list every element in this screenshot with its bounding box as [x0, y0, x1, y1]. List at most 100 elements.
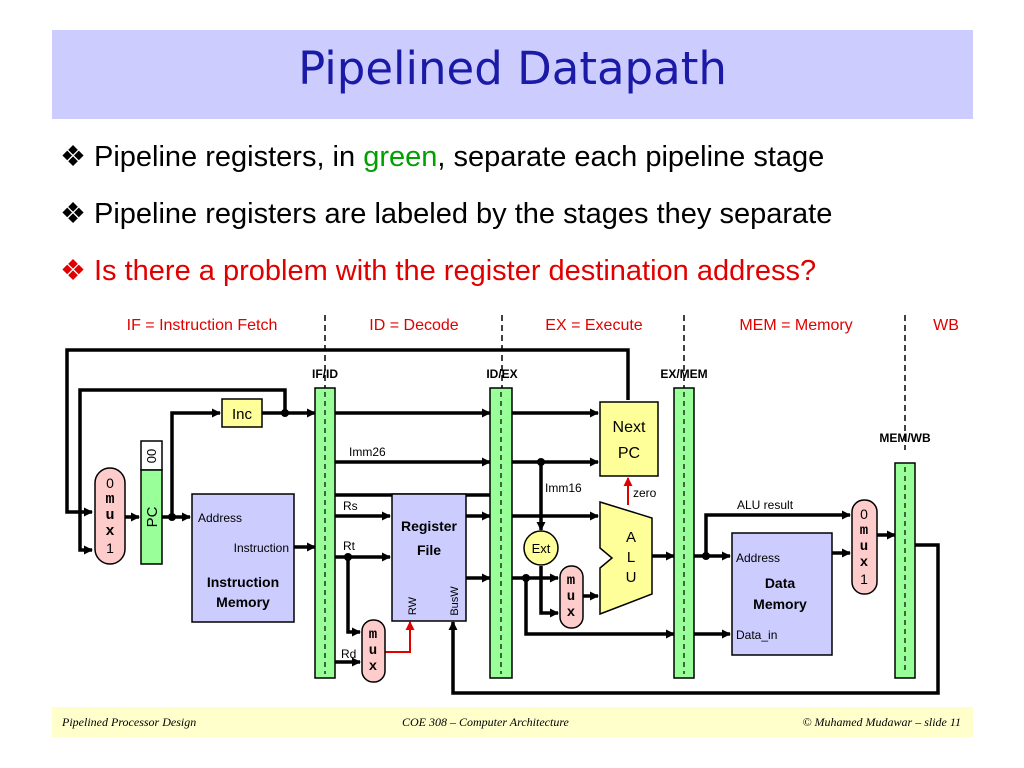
wire-mux-to-rw — [385, 621, 415, 653]
instruction-memory-address: Address — [198, 511, 242, 525]
pc-low-bits: 00 — [144, 449, 159, 463]
stage-label-wb: WB — [933, 317, 959, 334]
page-title: Pipelined Datapath — [298, 42, 727, 95]
inc-label: Inc — [232, 406, 253, 423]
register-file-title-1: Register — [401, 518, 458, 534]
mux-input-1: 1 — [860, 571, 868, 587]
instruction-memory-title-2: Memory — [216, 594, 270, 610]
mux-letter: x — [567, 605, 576, 621]
bullet-3-text: Is there a problem with the register des… — [94, 255, 817, 287]
wire-next-pc-feedback — [65, 348, 630, 517]
wire-bus-b-to-ex-mem — [524, 578, 675, 639]
pc-mux: 0 m u x 1 — [94, 467, 126, 565]
instruction-memory: Address Instruction Instruction Memory — [191, 493, 295, 623]
footer-course-name: COE 308 – Computer Architecture — [402, 715, 569, 729]
register-file-busw: BusW — [449, 586, 461, 616]
bullet-3: ❖Is there a problem with the register de… — [60, 253, 816, 288]
data-memory-data-in: Data_in — [736, 628, 777, 642]
mux-letter: u — [369, 643, 377, 659]
wire-alu-result-bypass — [704, 510, 851, 556]
pc-label: PC — [144, 506, 161, 527]
data-memory-title-2: Memory — [753, 596, 807, 612]
signal-label-zero: zero — [633, 486, 657, 500]
next-pc-label-2: PC — [618, 445, 640, 462]
mux-letter: m — [369, 627, 377, 643]
bullet-1-text-after: , separate each pipeline stage — [437, 141, 825, 173]
signal-label-alu-result: ALU result — [737, 498, 794, 512]
stage-label-ex: EX = Execute — [545, 317, 642, 334]
pipeline-register-ex-mem — [673, 387, 695, 679]
alu-mux: m u x — [559, 565, 584, 629]
signal-label-imm16: Imm16 — [545, 481, 582, 495]
bullet-2-text: Pipeline registers are labeled by the st… — [94, 198, 833, 230]
register-file-title-2: File — [417, 542, 441, 558]
junction-dot — [281, 409, 289, 417]
mux-input-0: 0 — [860, 506, 868, 522]
mux-letter: m — [567, 573, 575, 589]
stage-label-if: IF = Instruction Fetch — [127, 317, 278, 334]
footer-course-topic: Pipelined Processor Design — [62, 715, 197, 729]
data-memory: Address Data Memory Data_in — [731, 532, 833, 656]
pipeline-register-label-ex-mem: EX/MEM — [660, 367, 707, 381]
ext-label: Ext — [532, 541, 551, 556]
sign-extend-block: Ext — [523, 530, 559, 566]
pipeline-register-label-mem-wb: MEM/WB — [879, 431, 931, 445]
signal-label-rd: Rd — [341, 647, 356, 661]
wire-pc-to-inc — [170, 408, 221, 517]
stage-label-id: ID = Decode — [369, 317, 458, 334]
data-memory-address: Address — [736, 551, 780, 565]
alu-letter: A — [626, 529, 636, 546]
mux-letter: m — [105, 491, 114, 508]
wire-ext-to-mux — [539, 566, 559, 618]
mux-letter: x — [369, 659, 378, 675]
mux-letter: u — [860, 539, 868, 555]
pc-register: 00 PC — [140, 440, 163, 565]
next-pc-block: Next PC — [599, 401, 659, 477]
mux-letter: u — [105, 507, 114, 524]
mux-letter: u — [567, 589, 575, 605]
data-memory-title-1: Data — [765, 575, 796, 591]
alu-letter: L — [627, 549, 635, 566]
title-bar: Pipelined Datapath — [52, 30, 973, 119]
pipeline-register-id-ex — [489, 387, 513, 679]
signal-label-rs: Rs — [343, 499, 358, 513]
junction-dot — [702, 552, 710, 560]
pipeline-register-label-if-id: IF/ID — [312, 367, 338, 381]
mux-input-0: 0 — [106, 475, 114, 491]
wb-mux: 0 m u x 1 — [851, 499, 878, 595]
junction-dot — [537, 458, 545, 466]
junction-dot — [168, 513, 176, 521]
signal-label-rt: Rt — [343, 539, 356, 553]
wire-pc-increment-loop — [78, 388, 287, 555]
stage-label-mem: MEM = Memory — [739, 317, 852, 334]
signal-label-imm26: Imm26 — [349, 445, 386, 459]
bullet-diamond-icon: ❖ — [60, 141, 86, 173]
junction-dot — [344, 553, 352, 561]
register-file-rw: RW — [407, 596, 419, 615]
instruction-memory-title-1: Instruction — [207, 574, 279, 590]
footer: Pipelined Processor Design COE 308 – Com… — [52, 707, 973, 737]
alu-letter: U — [626, 569, 637, 586]
mux-letter: m — [860, 523, 868, 539]
bullet-2: ❖Pipeline registers are labeled by the s… — [60, 196, 832, 231]
pipeline-register-label-id-ex: ID/EX — [486, 367, 517, 381]
bullet-1-text-before: Pipeline registers, in — [94, 141, 364, 173]
pipeline-register-if-id — [314, 387, 336, 679]
bullet-diamond-icon: ❖ — [60, 198, 86, 230]
register-file: Register File RW BusW — [391, 493, 467, 622]
mux-input-1: 1 — [106, 540, 114, 556]
alu-block: A L U — [599, 500, 653, 616]
bullet-diamond-icon: ❖ — [60, 255, 86, 287]
rw-mux: m u x — [361, 619, 386, 683]
wire-writeback-busw — [448, 543, 940, 695]
bullet-1: ❖Pipeline registers, in green, separate … — [60, 139, 824, 174]
inc-block: Inc — [221, 398, 263, 428]
instruction-memory-instruction: Instruction — [234, 541, 289, 555]
next-pc-label-1: Next — [613, 419, 646, 436]
footer-author-slide: © Muhamed Mudawar – slide 11 — [802, 715, 961, 729]
mux-letter: x — [860, 555, 869, 571]
mux-letter: x — [105, 523, 114, 540]
junction-dot — [522, 574, 530, 582]
wire-rt-to-mux — [346, 557, 361, 637]
